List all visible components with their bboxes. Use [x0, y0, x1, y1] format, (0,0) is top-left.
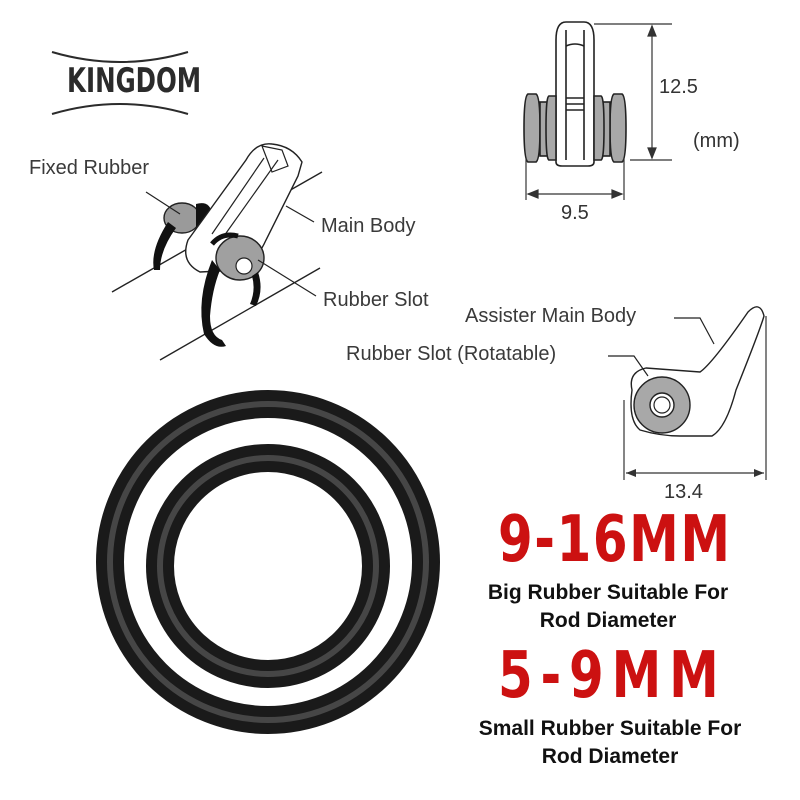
label-main-body: Main Body — [321, 215, 416, 237]
front-view-dimensions — [525, 23, 672, 200]
height-dimension-value: 12.5 — [659, 76, 698, 98]
label-fixed-rubber: Fixed Rubber — [29, 157, 150, 179]
unit-label: (mm) — [693, 130, 740, 152]
label-rubber-slot-rotatable: Rubber Slot (Rotatable) — [346, 343, 557, 365]
logo-swoosh-icon — [51, 51, 189, 115]
small-rubber-desc-line1: Small Rubber Suitable For — [478, 717, 742, 740]
assister-width-value: 13.4 — [664, 481, 703, 503]
small-rubber-desc-line2: Rod Diameter — [541, 745, 679, 768]
label-rubber-slot: Rubber Slot — [323, 289, 429, 311]
small-rubber-ring-icon — [146, 444, 390, 688]
big-rubber-desc-line2: Rod Diameter — [539, 609, 677, 632]
big-rubber-range: 9-16MM — [498, 503, 732, 577]
brand-logo: KINGDOM — [67, 61, 202, 101]
front-view-drawing — [523, 21, 627, 167]
big-rubber-ring-icon — [96, 390, 440, 734]
width-dimension-value: 9.5 — [561, 202, 589, 224]
big-rubber-desc-line1: Big Rubber Suitable For — [487, 581, 729, 604]
mounted-keeper-drawing — [111, 143, 323, 361]
small-rubber-range: 5-9MM — [498, 639, 727, 713]
label-assister-main-body: Assister Main Body — [465, 305, 637, 327]
assister-drawing — [608, 306, 767, 480]
